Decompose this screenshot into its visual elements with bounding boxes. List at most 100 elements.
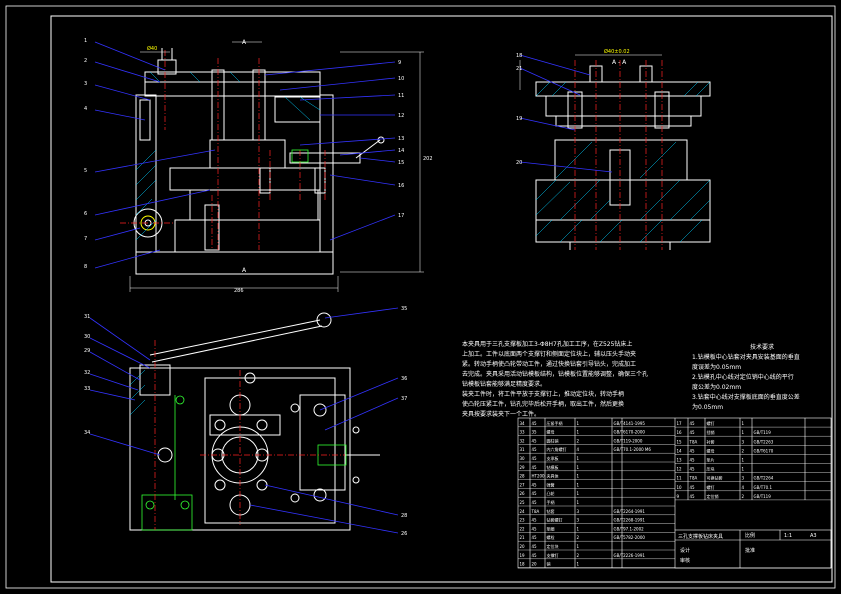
plan-right-callout-labels: 35 36 37 28 26 (401, 306, 407, 537)
bom-cell: GB/T97.1-2002 (614, 526, 645, 531)
bom-cell: GB/T2226-1991 (614, 553, 646, 558)
bom-cell: 10 (677, 485, 683, 490)
bom-cell: 19 (520, 553, 526, 558)
bom-cell: 45 (690, 485, 696, 490)
bom-cell: GB/T119 (754, 430, 772, 435)
process-description: 本夹具用于三孔支撑板加工3-Φ8H7孔加工工序，在Z525钻床上 上加工。工件以… (462, 340, 672, 420)
bom-cell: 螺栓 (547, 534, 555, 540)
plan-view-axes (154, 340, 345, 530)
front-right-leaders (264, 61, 396, 241)
bom-cell: 圆柱销 (547, 437, 559, 443)
bom-cell: 夹具体 (547, 473, 559, 479)
svg-text:5: 5 (84, 168, 87, 174)
front-left-leaders (94, 41, 216, 269)
front-dimensions (129, 41, 424, 292)
bom-cell: 13 (677, 458, 683, 463)
bom-cell: 内六角螺钉 (547, 446, 567, 452)
bom-cell: 32 (520, 438, 526, 443)
side-view-axes (574, 60, 663, 250)
svg-text:13: 13 (398, 136, 404, 142)
svg-text:7: 7 (84, 236, 87, 242)
note-line: 紧。转动手柄使凸轮带动工件，通过快换钻套引导钻头，完成加工 (462, 361, 637, 368)
drawing-frame (50, 15, 833, 583)
bom-cell: 29 (520, 465, 526, 470)
bom-cell: 1 (577, 456, 580, 461)
bom-cell: 17 (677, 421, 683, 426)
bom-cell: 45 (690, 448, 696, 453)
bom-cell: 24 (520, 509, 526, 514)
bom-cell: 定位块 (547, 543, 559, 549)
bom-cell: 45 (532, 447, 538, 452)
dim-side-top: Ø40±0.02 (604, 48, 630, 55)
plan-left-callout-labels: 31 30 29 32 33 34 (84, 314, 90, 436)
svg-text:19: 19 (516, 116, 522, 122)
side-callout-labels: 18 21 19 20 (516, 53, 522, 166)
dim-front-top: Ø40 (147, 45, 157, 52)
bom-cell: 3 (742, 476, 745, 481)
svg-text:28: 28 (401, 513, 407, 519)
svg-text:1: 1 (84, 38, 87, 44)
svg-text:26: 26 (401, 531, 407, 537)
bom-cell: 16 (677, 430, 683, 435)
svg-text:33: 33 (84, 386, 90, 392)
bom-cell: GB/T119 (754, 494, 772, 499)
bom-cell: 35 (532, 430, 538, 435)
dim-front-height: 202 (423, 156, 433, 162)
svg-text:29: 29 (84, 348, 90, 354)
svg-text:21: 21 (516, 66, 522, 72)
bom-cell: 45 (532, 518, 538, 523)
tech-line: 度误差为0.05mm (692, 364, 742, 371)
bom-cell: 34 (520, 421, 526, 426)
bom-cell: 33 (520, 430, 526, 435)
bom-cell: T8A (531, 509, 540, 514)
bom-cell: 45 (532, 421, 538, 426)
section-mark-aa: A - A (612, 59, 627, 66)
title-block: 三孔支撑板钻床夹具 比例 1:1 A3 设计 审核 批准 (678, 532, 817, 564)
svg-text:16: 16 (398, 183, 404, 189)
bom-cell: GB/T5782-2000 (614, 535, 646, 540)
section-mark-a-top: A (242, 39, 247, 46)
bom-cell: 垫片 (707, 457, 715, 463)
bom-cell: 2 (577, 535, 580, 540)
scale-label: 比例 (745, 532, 755, 539)
bom-cell: 1 (742, 430, 745, 435)
bom-table-grid (517, 417, 832, 569)
bom-cell: 定位销 (707, 493, 719, 499)
front-view-green (291, 149, 309, 163)
bom-cell: 20 (520, 544, 526, 549)
bom-cell: 3 (577, 518, 580, 523)
bom-cell: 钻套螺钉 (547, 517, 563, 523)
svg-text:4: 4 (84, 106, 87, 112)
tech-line: 为0.05mm (692, 404, 724, 411)
tech-line: 3.钻套中心线对支撑板底面的垂直度公差 (692, 394, 800, 401)
bom-cell: 11 (677, 476, 683, 481)
bom-cell: 45 (532, 465, 538, 470)
bom-cell: 1 (577, 491, 580, 496)
bom-cell: GB/T2268-1991 (614, 518, 646, 523)
tech-title: 技术要求 (749, 344, 774, 351)
bom-cell: 22 (520, 526, 526, 531)
bom-cell: 45 (532, 535, 538, 540)
side-view-hatching (535, 81, 711, 243)
svg-text:10: 10 (398, 76, 404, 82)
bom-cell: 45 (532, 553, 538, 558)
bom-cell: 45 (532, 491, 538, 496)
bom-cell: 钻套 (547, 508, 555, 514)
bom-cell: GB/T4141-1995 (614, 421, 646, 426)
note-line: 本夹具用于三孔支撑板加工3-Φ8H7孔加工工序，在Z525钻床上 (462, 341, 633, 348)
svg-text:32: 32 (84, 370, 90, 376)
bom-cell: 9 (677, 494, 680, 499)
tech-line: 度公差为0.02mm (692, 384, 742, 391)
plan-view-hatching (129, 369, 146, 416)
designer-label: 设计 (680, 547, 690, 554)
side-leaders (519, 54, 613, 173)
bom-cell: GB/T70.1 (754, 485, 773, 490)
bom-cell: 可换钻套 (707, 475, 723, 481)
bom-cell: T8A (689, 476, 698, 481)
bom-cell: 4 (577, 447, 580, 452)
svg-text:8: 8 (84, 264, 87, 270)
bom-cell: 45 (690, 494, 696, 499)
plan-left-leaders (89, 317, 161, 456)
bom-cell: 1 (577, 500, 580, 505)
